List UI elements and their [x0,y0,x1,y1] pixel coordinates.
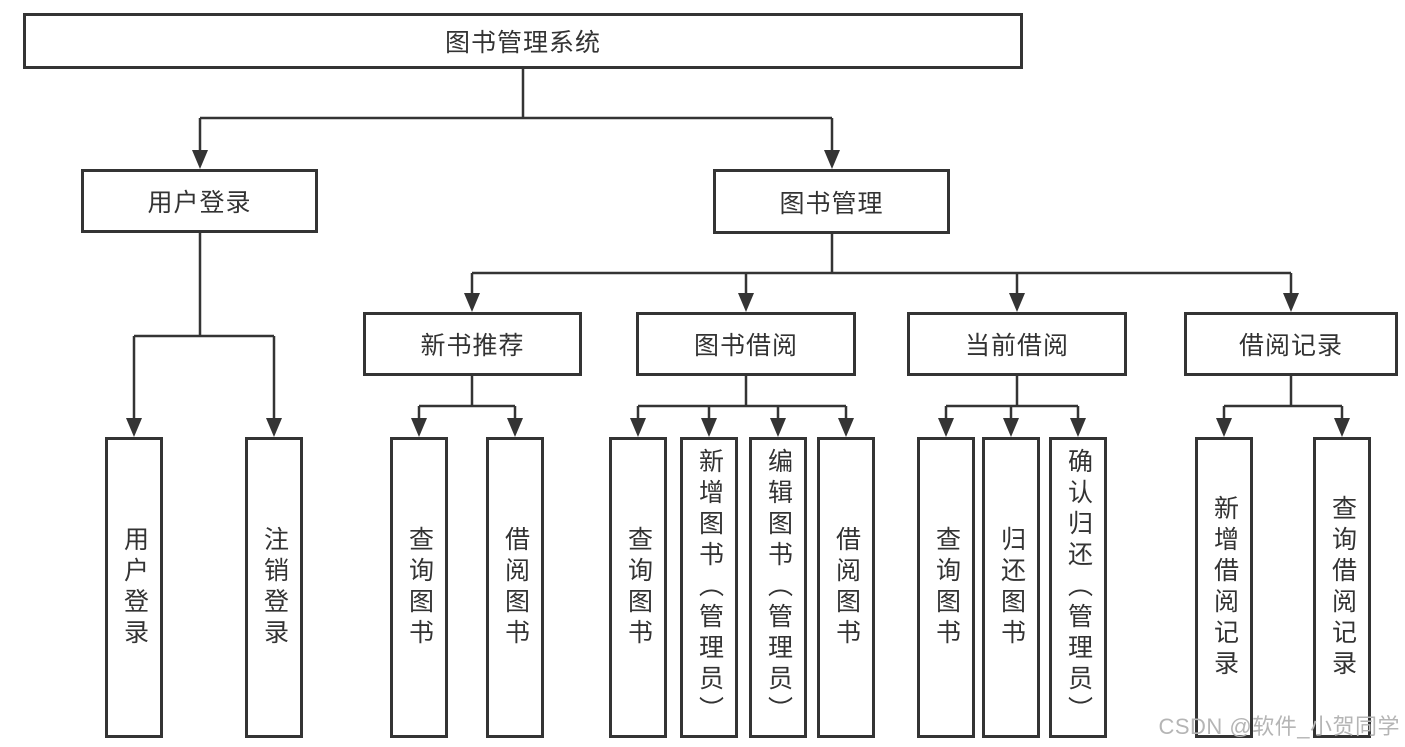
leaf-add-books-admin: 新增图书（管理员） [680,437,738,738]
leaf-borrow-books-recommend: 借阅图书 [486,437,544,738]
csdn-watermark: CSDN @软件_小贺同学 [1158,714,1400,739]
leaf-query-books-borrowing: 查询图书 [609,437,667,738]
node-book-management: 图书管理 [713,169,950,234]
node-current-borrowing: 当前借阅 [907,312,1127,376]
leaf-add-borrow-record: 新增借阅记录 [1195,437,1253,738]
arrowheads [126,150,1350,437]
leaf-user-login: 用户登录 [105,437,163,738]
node-book-borrowing: 图书借阅 [636,312,856,376]
leaf-confirm-return-admin: 确认归还（管理员） [1049,437,1107,738]
leaf-logout: 注销登录 [245,437,303,738]
leaf-return-books: 归还图书 [982,437,1040,738]
leaf-query-books-current: 查询图书 [917,437,975,738]
node-user-login: 用户登录 [81,169,318,233]
node-borrowing-records: 借阅记录 [1184,312,1398,376]
leaf-query-borrow-record: 查询借阅记录 [1313,437,1371,738]
leaf-edit-books-admin: 编辑图书（管理员） [749,437,807,738]
leaf-borrow-books: 借阅图书 [817,437,875,738]
node-library-management-system: 图书管理系统 [23,13,1023,69]
leaf-query-books-recommend: 查询图书 [390,437,448,738]
node-new-book-recommendation: 新书推荐 [363,312,582,376]
